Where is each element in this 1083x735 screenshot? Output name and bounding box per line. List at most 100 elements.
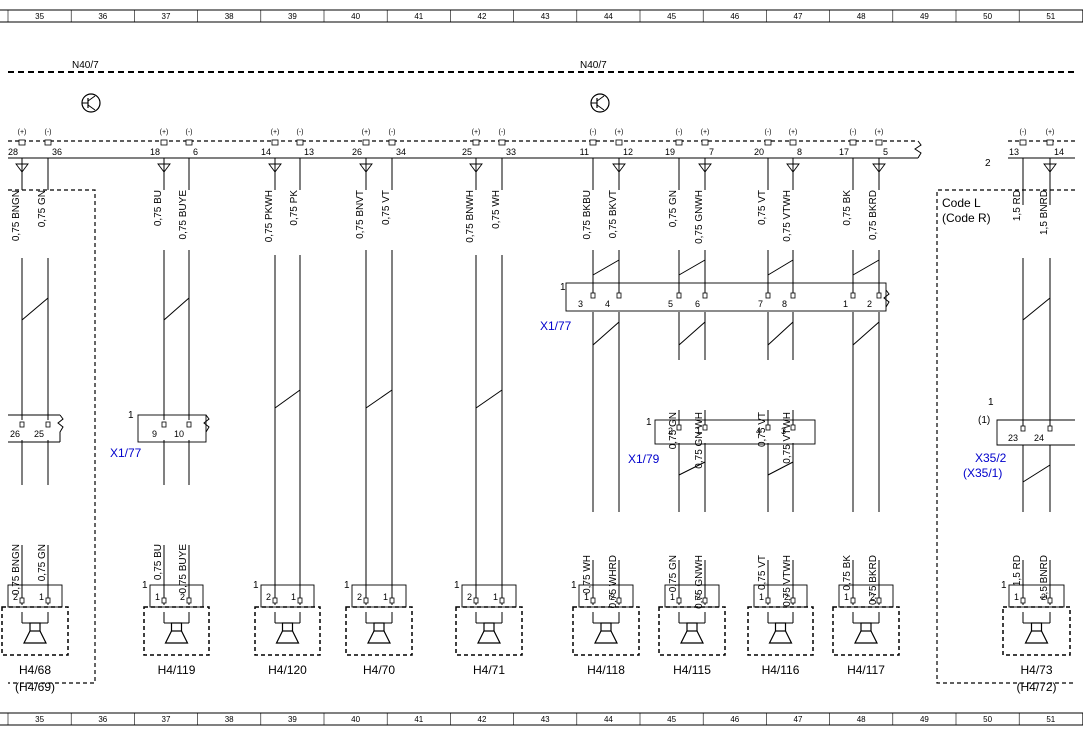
connector-pin-number: 26 bbox=[10, 429, 20, 439]
pin-polarity: (-) bbox=[590, 129, 597, 136]
ruler-column-label: 49 bbox=[920, 715, 929, 724]
speaker-icon bbox=[1022, 612, 1051, 644]
speaker-number: 1 bbox=[344, 580, 350, 591]
connector-label: X35/2 bbox=[975, 451, 1007, 465]
ruler-column-label: 38 bbox=[225, 715, 234, 724]
pin-polarity: (+) bbox=[18, 129, 27, 136]
wire-twist bbox=[767, 259, 794, 276]
pin-polarity: (+) bbox=[875, 129, 884, 136]
pin-marker bbox=[790, 597, 796, 604]
speaker-number: 1 bbox=[253, 580, 259, 591]
pin-polarity: (-) bbox=[765, 129, 772, 136]
pin-marker bbox=[616, 597, 622, 604]
wire-label: 1,5 BNRD bbox=[1039, 555, 1050, 600]
wire-label: 0,75 BK bbox=[842, 555, 853, 591]
pin-marker bbox=[44, 139, 52, 146]
pin-marker bbox=[1047, 425, 1053, 432]
connector-pin-number: 1 bbox=[843, 299, 848, 309]
region-box bbox=[936, 189, 1075, 684]
speaker-pin-number: 1 bbox=[493, 592, 498, 602]
speaker-icon bbox=[274, 612, 301, 644]
wire-label: 0,75 GN bbox=[37, 190, 48, 227]
ruler-column-label: 42 bbox=[478, 715, 487, 724]
pin-marker bbox=[297, 597, 303, 604]
ruler-column-label: 42 bbox=[478, 12, 487, 21]
wire-label: 0,75 BKVT bbox=[608, 190, 619, 238]
connector-number: 1 bbox=[560, 282, 566, 293]
connector-number: 1 bbox=[646, 417, 652, 428]
connector-pin-number: 8 bbox=[782, 299, 787, 309]
pin-marker bbox=[389, 597, 395, 604]
wire-twist bbox=[21, 297, 49, 321]
speaker-number: 1 bbox=[454, 580, 460, 591]
pin-marker bbox=[675, 139, 683, 146]
speaker-pin-number: 2 bbox=[266, 592, 271, 602]
ruler-column-label: 46 bbox=[730, 715, 739, 724]
connector-label: X1/79 bbox=[628, 452, 660, 466]
wire-label: 0,75 GN bbox=[668, 412, 679, 449]
transistor-icon bbox=[81, 93, 101, 113]
code-label: Code L bbox=[942, 196, 981, 210]
amp-pin-number: 34 bbox=[396, 147, 406, 157]
pin-marker bbox=[702, 424, 708, 431]
speaker-pin-number: 1 bbox=[155, 592, 160, 602]
ruler-column-label: 51 bbox=[1046, 12, 1055, 21]
pin-polarity: (-) bbox=[850, 129, 857, 136]
pin-polarity: (-) bbox=[45, 129, 52, 136]
connector-x1-79 bbox=[654, 419, 816, 445]
wire-label: 0,75 BKRD bbox=[868, 190, 879, 240]
speaker-label: H4/115 bbox=[673, 663, 711, 677]
ruler-column-label: 37 bbox=[162, 715, 171, 724]
transistor-icon bbox=[590, 93, 610, 113]
connector-x1-77-mid bbox=[137, 414, 207, 443]
connector-pin-number: 4 bbox=[756, 426, 761, 436]
pin-marker bbox=[616, 292, 622, 299]
speaker-pin-number: 2 bbox=[784, 592, 789, 602]
pin-marker bbox=[765, 424, 771, 431]
ruler-column-label: 43 bbox=[541, 12, 550, 21]
ruler-column-label: 40 bbox=[351, 715, 360, 724]
pin-marker bbox=[363, 597, 369, 604]
wire-twist bbox=[365, 389, 393, 409]
speaker-label: H4/68 bbox=[19, 663, 51, 677]
wire-label: 1,5 RD bbox=[1012, 190, 1023, 221]
ruler-column-label: 43 bbox=[541, 715, 550, 724]
connector-pin-number: 6 bbox=[695, 299, 700, 309]
pin-marker bbox=[590, 597, 596, 604]
connector-pin-number: 5 bbox=[668, 299, 673, 309]
speaker-label: H4/118 bbox=[587, 663, 625, 677]
wire-label: 0,75 VT bbox=[757, 190, 768, 225]
break-mark bbox=[203, 414, 210, 433]
ruler-column-label: 35 bbox=[35, 12, 44, 21]
amp-pin-number: 13 bbox=[1009, 147, 1019, 157]
connector-x1-77-left bbox=[8, 414, 60, 443]
speaker-label: H4/71 bbox=[473, 663, 505, 677]
pin-marker bbox=[18, 139, 26, 146]
region-box bbox=[8, 189, 96, 684]
speaker-pin-number: 1 bbox=[383, 592, 388, 602]
wire-label: 1,5 RD bbox=[1012, 555, 1023, 586]
pin-marker bbox=[186, 597, 192, 604]
pin-polarity: (-) bbox=[186, 129, 193, 136]
amp-pin-number: 19 bbox=[665, 147, 675, 157]
wire-twist bbox=[767, 461, 794, 476]
connector-pin-number: 10 bbox=[174, 429, 184, 439]
speaker-number: 1 bbox=[1001, 580, 1007, 591]
speaker-icon bbox=[365, 612, 393, 644]
pin-marker bbox=[701, 139, 709, 146]
connector-pin-number: 7 bbox=[758, 299, 763, 309]
ruler-column-label: 38 bbox=[225, 12, 234, 21]
connector-pin-number: 23 bbox=[1008, 433, 1018, 443]
ruler-column-label: 48 bbox=[857, 715, 866, 724]
pin-marker bbox=[850, 597, 856, 604]
ruler-column-label: 37 bbox=[162, 12, 171, 21]
connector-pin-number: 3 bbox=[781, 426, 786, 436]
connector-number: 1 bbox=[128, 410, 134, 421]
pin-marker bbox=[45, 597, 51, 604]
speaker-pin-number: 1 bbox=[1014, 592, 1019, 602]
connector-x35-2 bbox=[996, 419, 1075, 446]
